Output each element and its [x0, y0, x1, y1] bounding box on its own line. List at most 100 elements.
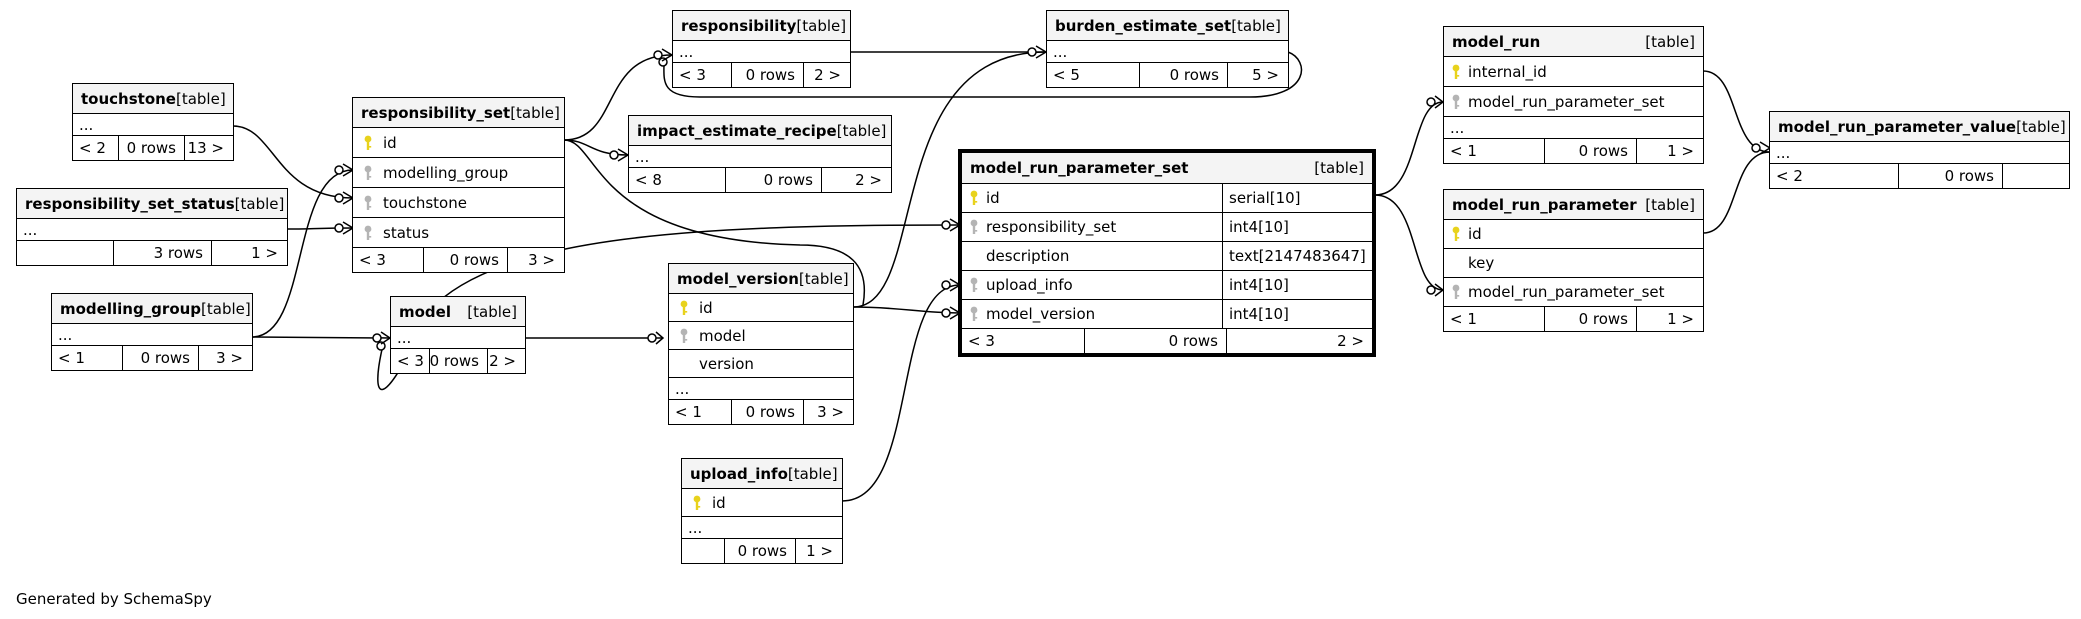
table-model-version[interactable]: model_version[table] id model version ..… — [668, 263, 854, 425]
table-name: model_run — [1452, 32, 1541, 51]
table-tag: [table] — [787, 464, 838, 483]
table-model-run-parameter[interactable]: model_run_parameter[table] id key model_… — [1443, 189, 1704, 332]
children-count[interactable]: 1 > — [1636, 139, 1702, 163]
column-row[interactable]: model_run_parameter_set — [1444, 277, 1703, 306]
table-footer: < 5 0 rows 5 > — [1047, 62, 1288, 87]
children-count[interactable]: 2 > — [803, 63, 849, 87]
column-name: description — [986, 247, 1070, 265]
column-row[interactable]: model_run_parameter_set — [1444, 86, 1703, 116]
foreign-key-icon — [1444, 94, 1468, 110]
column-name: model — [699, 326, 746, 345]
column-row[interactable]: modelling_group — [353, 157, 564, 187]
table-footer: < 1 0 rows 3 > — [669, 399, 853, 424]
rel-burden-loop — [663, 51, 1303, 98]
children-count[interactable]: 2 > — [821, 168, 890, 192]
table-header: responsibility[table] — [673, 11, 850, 40]
column-row[interactable]: internal_id — [1444, 56, 1703, 86]
more-columns: ... — [1444, 116, 1703, 138]
children-count[interactable]: 2 > — [1226, 329, 1372, 353]
more-columns: ... — [1047, 40, 1288, 62]
children-count[interactable]: 1 > — [795, 539, 841, 563]
parents-count[interactable]: < 2 — [79, 139, 106, 157]
column-type: int4[10] — [1222, 213, 1372, 241]
parents-count[interactable]: < 2 — [1776, 167, 1803, 185]
table-upload-info[interactable]: upload_info[table] id ... 0 rows 1 > — [681, 458, 843, 564]
table-header: touchstone[table] — [73, 84, 233, 113]
column-name: modelling_group — [383, 163, 509, 182]
row-count: 0 rows — [122, 346, 198, 370]
column-type: int4[10] — [1222, 300, 1372, 328]
table-responsibility-set[interactable]: responsibility_set[table] id modelling_g… — [352, 97, 565, 273]
table-tag: [table] — [467, 302, 517, 321]
column-row[interactable]: touchstone — [353, 187, 564, 217]
primary-key-icon — [669, 300, 699, 316]
parents-count[interactable]: < 5 — [1053, 66, 1080, 84]
table-name: responsibility_set_status — [25, 194, 235, 213]
table-model-run-parameter-value[interactable]: model_run_parameter_value[table] ... < 2… — [1769, 111, 2070, 189]
column-row[interactable]: version — [669, 349, 853, 377]
children-count[interactable]: 5 > — [1227, 63, 1287, 87]
row-count: 0 rows — [1544, 307, 1636, 331]
column-type: serial[10] — [1222, 184, 1372, 212]
parents-count[interactable]: < 1 — [1450, 142, 1477, 160]
table-footer: < 2 0 rows — [1770, 163, 2069, 188]
parents-count[interactable]: < 1 — [1450, 310, 1477, 328]
children-count[interactable]: 3 > — [198, 346, 251, 370]
table-modelling-group[interactable]: modelling_group[table] ... < 1 0 rows 3 … — [51, 293, 253, 371]
column-row[interactable]: id — [669, 293, 853, 321]
column-row[interactable]: model — [669, 321, 853, 349]
table-footer: < 1 0 rows 1 > — [1444, 306, 1703, 331]
table-header: model_run[table] — [1444, 27, 1703, 56]
parents-count[interactable]: < 3 — [679, 66, 706, 84]
crow-o — [609, 150, 619, 160]
children-count[interactable]: 3 > — [803, 400, 852, 424]
children-count[interactable]: 2 > — [487, 349, 524, 373]
table-tag: [table] — [1645, 195, 1695, 214]
parents-count[interactable]: < 8 — [635, 171, 662, 189]
children-count[interactable]: 13 > — [184, 136, 232, 160]
table-responsibility[interactable]: responsibility[table] ... < 3 0 rows 2 > — [672, 10, 851, 88]
table-touchstone[interactable]: touchstone[table] ... < 2 0 rows 13 > — [72, 83, 234, 161]
table-footer: < 3 0 rows 2 > — [962, 328, 1372, 353]
parents-count[interactable]: < 3 — [359, 251, 386, 269]
table-impact-estimate-recipe[interactable]: impact_estimate_recipe[table] ... < 8 0 … — [628, 115, 892, 193]
parents-count[interactable]: < 1 — [675, 403, 702, 421]
column-row[interactable]: id — [353, 127, 564, 157]
table-model-run[interactable]: model_run[table] internal_id model_run_p… — [1443, 26, 1704, 164]
table-burden-estimate-set[interactable]: burden_estimate_set[table] ... < 5 0 row… — [1046, 10, 1289, 88]
children-count[interactable]: 1 > — [211, 241, 286, 265]
parents-count[interactable]: < 1 — [58, 349, 85, 367]
crow-o — [1426, 97, 1436, 107]
crow-o — [1027, 47, 1037, 57]
table-header: upload_info[table] — [682, 459, 842, 488]
table-tag: [table] — [510, 103, 560, 122]
table-name: model — [399, 302, 451, 321]
more-columns: ... — [391, 326, 525, 348]
crow-o — [334, 193, 344, 203]
table-responsibility-set-status[interactable]: responsibility_set_status[table] ... 3 r… — [16, 188, 288, 266]
parents-count[interactable]: < 3 — [968, 332, 995, 350]
table-footer: 0 rows 1 > — [682, 538, 842, 563]
column-row[interactable]: id — [682, 488, 842, 516]
rel-mrp-value — [1702, 151, 1771, 234]
column-name: version — [699, 354, 754, 373]
more-columns: ... — [629, 145, 891, 167]
children-count[interactable]: 1 > — [1636, 307, 1702, 331]
table-model[interactable]: model[table] ... < 3 0 rows 2 > — [390, 296, 526, 374]
parents-count[interactable]: < 3 — [397, 352, 424, 370]
column-row[interactable]: status — [353, 217, 564, 247]
primary-key-icon — [1444, 226, 1468, 242]
column-row[interactable]: id — [1444, 219, 1703, 248]
table-header: impact_estimate_recipe[table] — [629, 116, 891, 145]
column-row[interactable]: key — [1444, 248, 1703, 277]
crow-o — [334, 165, 344, 175]
table-name: model_version — [677, 269, 799, 288]
crow-o — [1426, 285, 1436, 295]
children-count[interactable]: 3 > — [507, 248, 563, 272]
